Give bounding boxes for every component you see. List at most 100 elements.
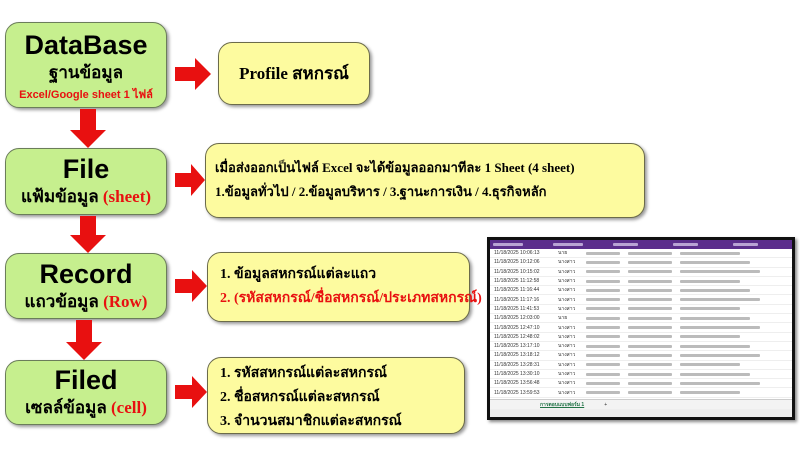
record-description-line: 2. (รหัสสหกรณ์/ชื่อสหกรณ์/ประเภทสหกรณ์): [220, 291, 482, 306]
sheet-tab-bar: การตอบแบบฟอร์ม 1 +: [490, 399, 792, 409]
timestamp-cell: 11/18/2025 13:56:48: [494, 380, 540, 387]
level-subtitle: เซลล์ข้อมูล: [25, 398, 107, 417]
prefix-cell: นางสาว: [558, 333, 576, 340]
profile-label: Profile สหกรณ์: [239, 64, 349, 83]
prefix-cell: นางสาว: [558, 324, 576, 331]
prefix-cell: นางสาว: [558, 380, 576, 387]
arrow-right-icon: [175, 270, 207, 302]
file-description-line: 1.ข้อมูลทั่วไป / 2.ข้อมูลบริหาร / 3.ฐานะ…: [215, 184, 547, 199]
position-cell: [628, 260, 672, 264]
agency-cell: [680, 363, 740, 367]
level-subtitle: ฐานข้อมูล: [48, 63, 123, 82]
agency-cell: [680, 391, 740, 395]
name-cell: [586, 381, 620, 385]
prefix-cell: นางสาว: [558, 305, 576, 312]
agency-cell: [680, 326, 760, 330]
record-description-line: 1. ข้อมูลสหกรณ์แต่ละแถว: [220, 267, 377, 282]
name-cell: [586, 335, 620, 339]
agency-cell: [680, 381, 760, 385]
filed-description-line: 1. รหัสสหกรณ์แต่ละสหกรณ์: [220, 366, 388, 381]
name-cell: [586, 372, 620, 376]
name-cell: [586, 391, 620, 395]
agency-cell: [680, 298, 760, 302]
arrow-right-icon: [175, 58, 211, 90]
timestamp-cell: 11/18/2025 13:17:10: [494, 343, 540, 350]
name-cell: [586, 307, 620, 311]
agency-cell: [680, 288, 750, 292]
prefix-cell: นางสาว: [558, 268, 576, 275]
table-row: 11/18/2025 13:17:10 นางสาว: [490, 342, 792, 352]
agency-cell: [680, 344, 750, 348]
timestamp-cell: 11/18/2025 11:41:53: [494, 305, 540, 312]
timestamp-cell: 11/18/2025 11:16:44: [494, 287, 540, 294]
prefix-cell: นางสาว: [558, 352, 576, 359]
file-description-box: เมื่อส่งออกเป็นไฟล์ Excel จะได้ข้อมูลออก…: [205, 143, 645, 218]
agency-cell: [680, 316, 750, 320]
timestamp-cell: 11/18/2025 10:06:13: [494, 250, 540, 257]
timestamp-cell: 11/18/2025 13:30:10: [494, 371, 540, 377]
prefix-cell: นางสาว: [558, 343, 576, 350]
name-cell: [586, 279, 620, 283]
table-row: 11/18/2025 13:18:12 นางสาว: [490, 351, 792, 361]
agency-cell: [680, 251, 740, 255]
file-description-line: เมื่อส่งออกเป็นไฟล์ Excel จะได้ข้อมูลออก…: [215, 160, 575, 175]
profile-box: Profile สหกรณ์: [218, 42, 370, 105]
position-cell: [628, 353, 672, 357]
status-bar: [490, 409, 792, 417]
level-file-box: File แฟ้มข้อมูล (sheet): [5, 148, 167, 215]
level-subtitle: แฟ้มข้อมูล: [20, 187, 99, 206]
name-cell: [586, 251, 620, 255]
level-note: (sheet): [102, 187, 152, 206]
sheet-tab[interactable]: การตอบแบบฟอร์ม 1: [540, 401, 585, 408]
timestamp-cell: 11/18/2025 10:15:02: [494, 268, 540, 275]
table-row: 11/18/2025 13:56:48 นางสาว: [490, 379, 792, 389]
timestamp-cell: 11/18/2025 12:47:10: [494, 324, 540, 331]
agency-cell: [680, 260, 750, 264]
level-note: Excel/Google sheet 1 ไฟล์: [19, 89, 153, 101]
position-cell: [628, 391, 672, 395]
prefix-cell: นางสาว: [558, 296, 576, 303]
prefix-cell: นางสาว: [558, 389, 576, 396]
arrow-down-icon: [70, 216, 106, 253]
timestamp-cell: 11/18/2025 10:12:06: [494, 259, 540, 266]
prefix-cell: นาย: [558, 250, 568, 257]
position-cell: [628, 363, 672, 367]
position-cell: [628, 288, 672, 292]
name-cell: [586, 260, 620, 264]
position-cell: [628, 279, 672, 283]
table-row: 11/18/2025 10:06:13 นาย: [490, 249, 792, 259]
level-title: Record: [39, 259, 133, 289]
position-cell: [628, 251, 672, 255]
level-record-box: Record แถวข้อมูล (Row): [5, 253, 167, 319]
record-description-box: 1. ข้อมูลสหกรณ์แต่ละแถว 2. (รหัสสหกรณ์/ช…: [207, 252, 482, 322]
sheet-header-row: [490, 240, 792, 249]
add-sheet-button[interactable]: +: [604, 401, 608, 408]
prefix-cell: นาย: [558, 315, 568, 322]
agency-cell: [680, 307, 740, 311]
name-cell: [586, 316, 620, 320]
prefix-cell: นางสาว: [558, 287, 576, 294]
agency-cell: [680, 353, 760, 357]
prefix-cell: นางสาว: [558, 278, 576, 285]
arrow-down-icon: [70, 109, 106, 148]
position-cell: [628, 307, 672, 311]
position-cell: [628, 298, 672, 302]
table-row: 11/18/2025 12:47:10 นางสาว: [490, 323, 792, 333]
name-cell: [586, 298, 620, 302]
filed-description-box: 1. รหัสสหกรณ์แต่ละสหกรณ์ 2. ชื่อสหกรณ์แต…: [207, 357, 465, 434]
agency-cell: [680, 279, 740, 283]
position-cell: [628, 381, 672, 385]
agency-cell: [680, 270, 760, 274]
arrow-down-icon: [66, 320, 102, 360]
name-cell: [586, 270, 620, 274]
timestamp-cell: 11/18/2025 13:18:12: [494, 352, 540, 359]
filed-description-line: 2. ชื่อสหกรณ์แต่ละสหกรณ์: [220, 390, 380, 405]
level-title: File: [62, 154, 110, 184]
level-note: (Row): [103, 292, 148, 311]
